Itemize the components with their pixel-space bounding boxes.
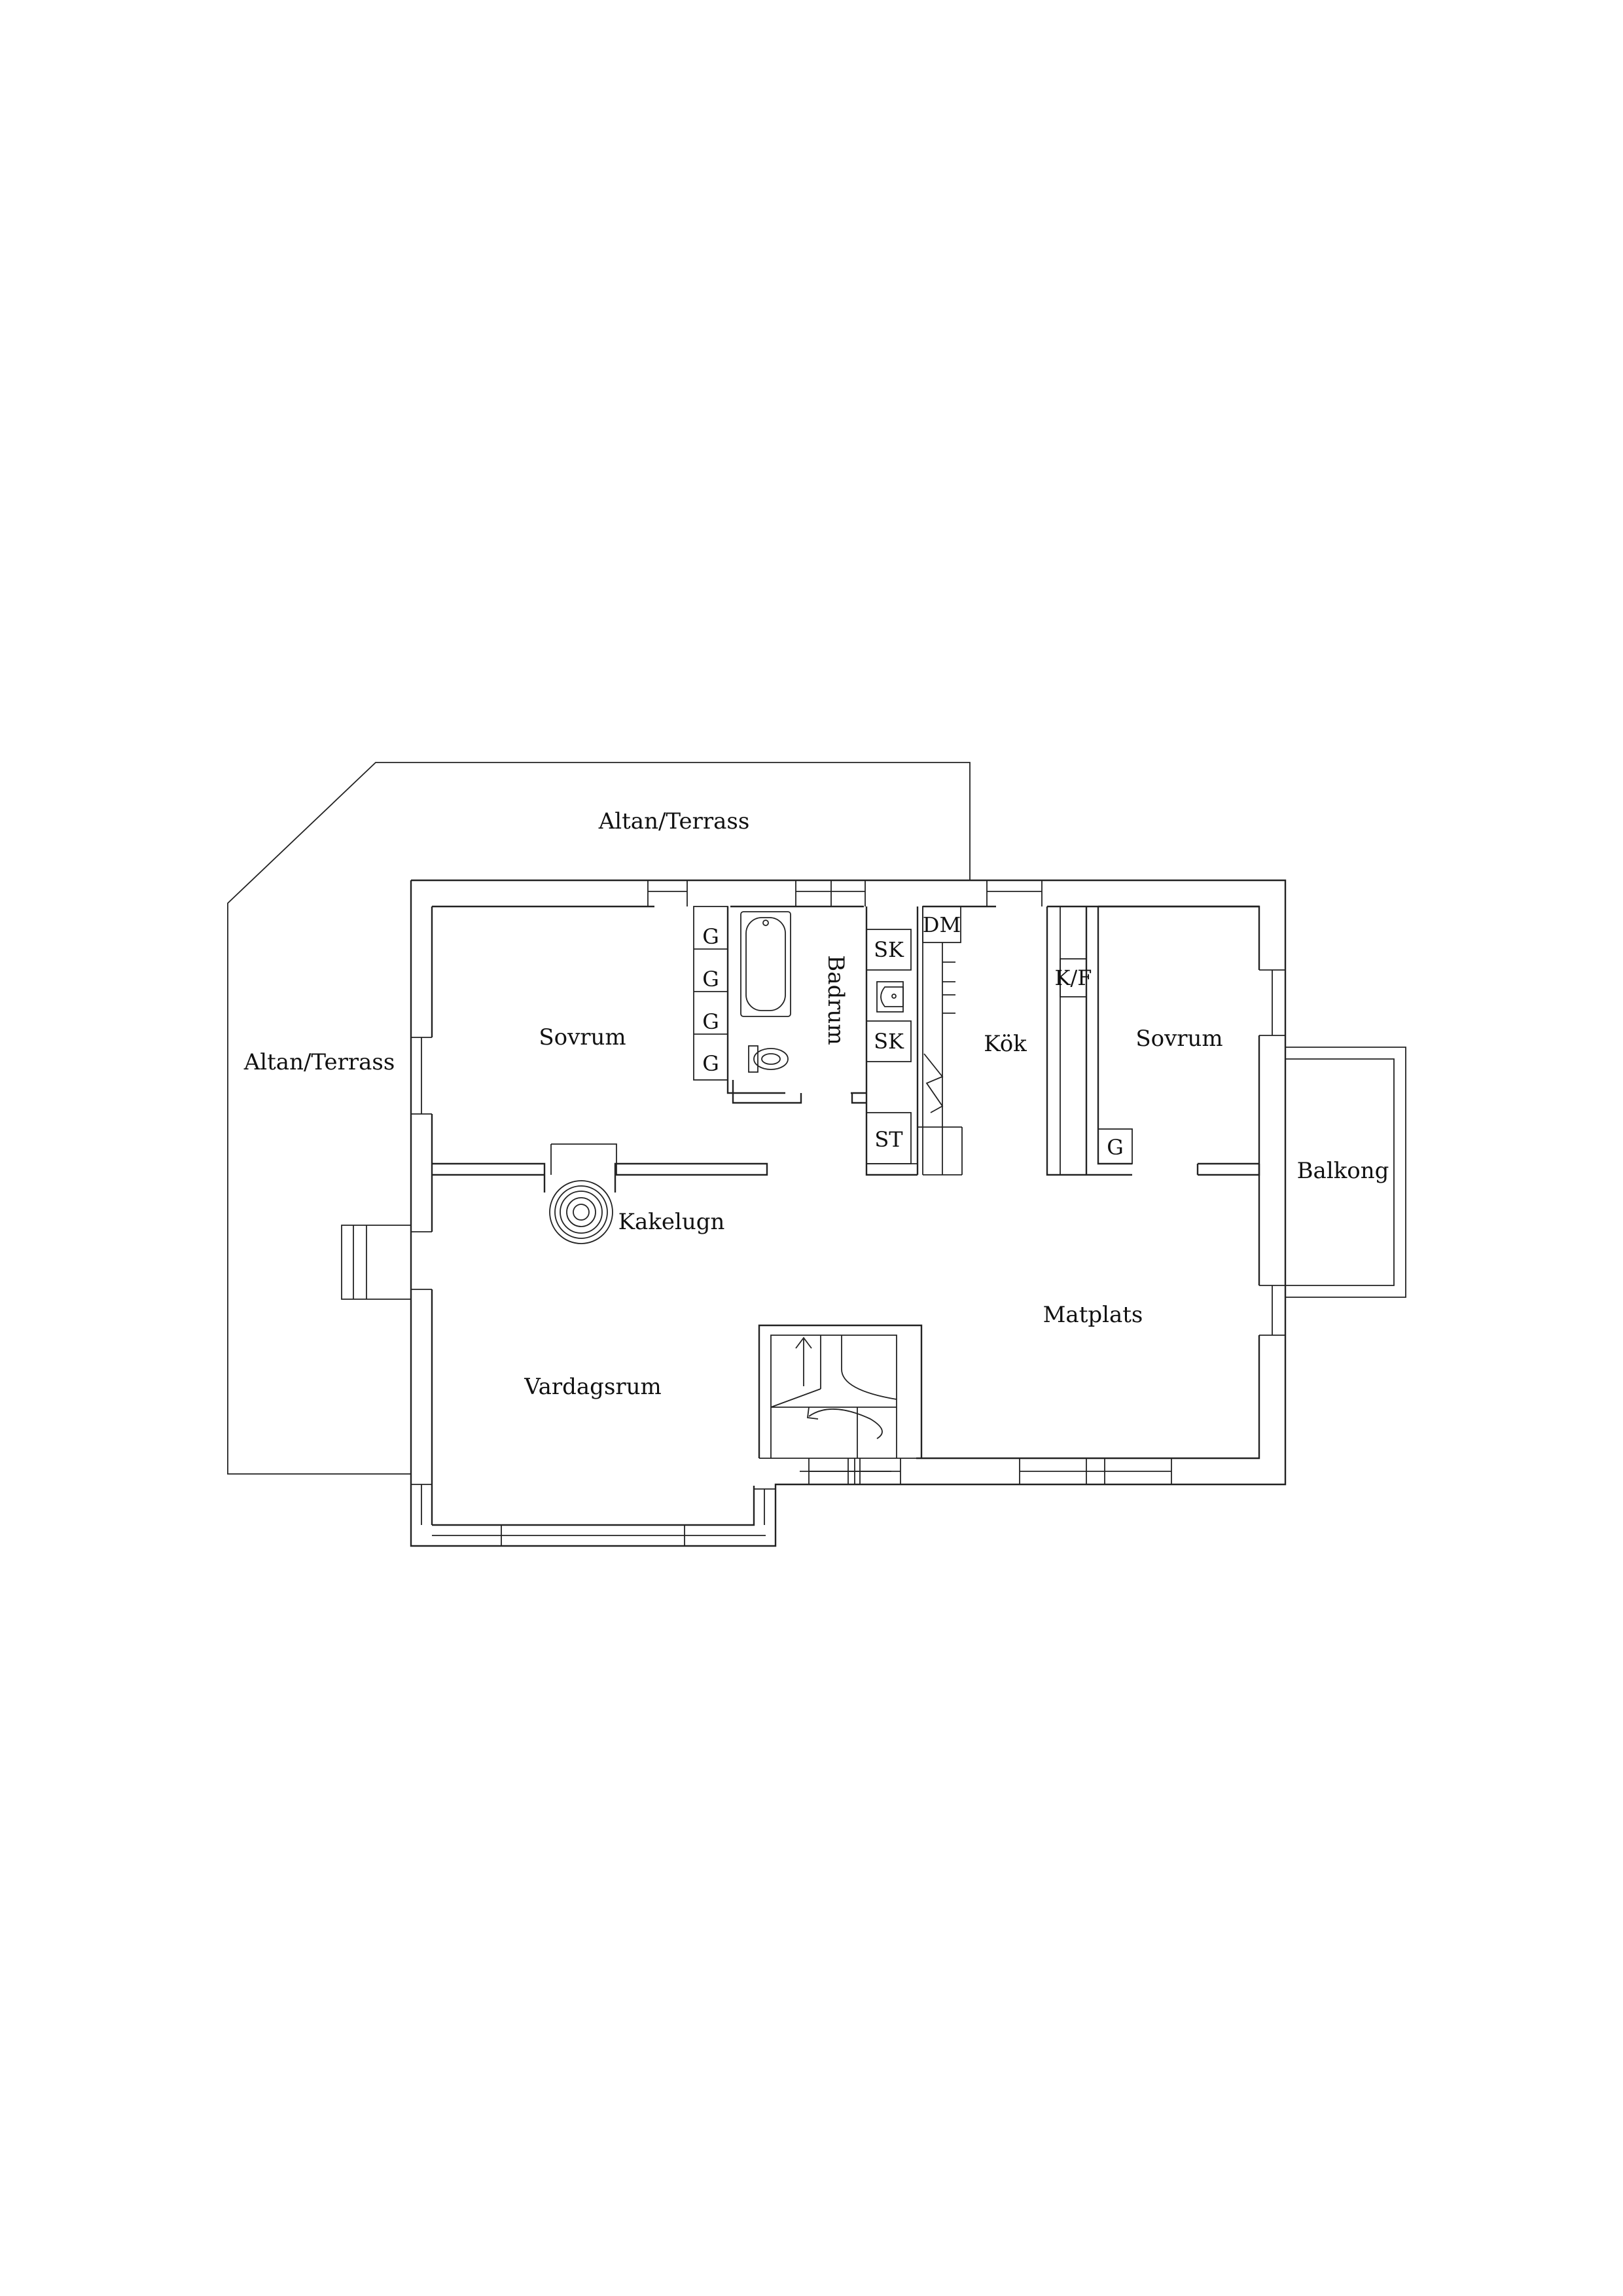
cabinet-label: SK [874, 937, 904, 962]
tile-stove-label: Kakelugn [618, 1209, 725, 1235]
kitchen-label: Kök [984, 1031, 1027, 1057]
bay-window [341, 1225, 432, 1300]
living-room-label: Vardagsrum [524, 1374, 662, 1400]
interior-walls [432, 905, 1260, 1193]
terrace-outline [227, 762, 971, 1475]
tile-stove [549, 1180, 613, 1244]
balcony-outline [1285, 1047, 1406, 1298]
terrace-top-label: Altan/Terrass [598, 808, 750, 834]
wardrobe-label: G [702, 1051, 719, 1076]
storage-label: ST [874, 1127, 903, 1152]
wardrobe-label: G [702, 1009, 719, 1034]
balcony-label: Balkong [1297, 1158, 1389, 1184]
wardrobe-label: G [702, 967, 719, 992]
toilet [748, 1045, 789, 1073]
bedroom-left-label: Sovrum [539, 1024, 626, 1050]
stairwell [758, 1324, 923, 1484]
dining-label: Matplats [1043, 1302, 1143, 1328]
bathtub [740, 911, 791, 1017]
fridge-freezer-label: K/F [1055, 965, 1092, 990]
washbasin [876, 981, 904, 1013]
wardrobe-label: G [702, 924, 719, 949]
dishwasher-label: DM [923, 912, 961, 937]
bedroom-right-label: Sovrum [1135, 1026, 1222, 1052]
bathroom-label: Badrum [823, 955, 849, 1045]
terrace-left-label: Altan/Terrass [243, 1049, 395, 1075]
cabinet-label: SK [874, 1029, 904, 1054]
wardrobe-label: G [1107, 1135, 1124, 1160]
